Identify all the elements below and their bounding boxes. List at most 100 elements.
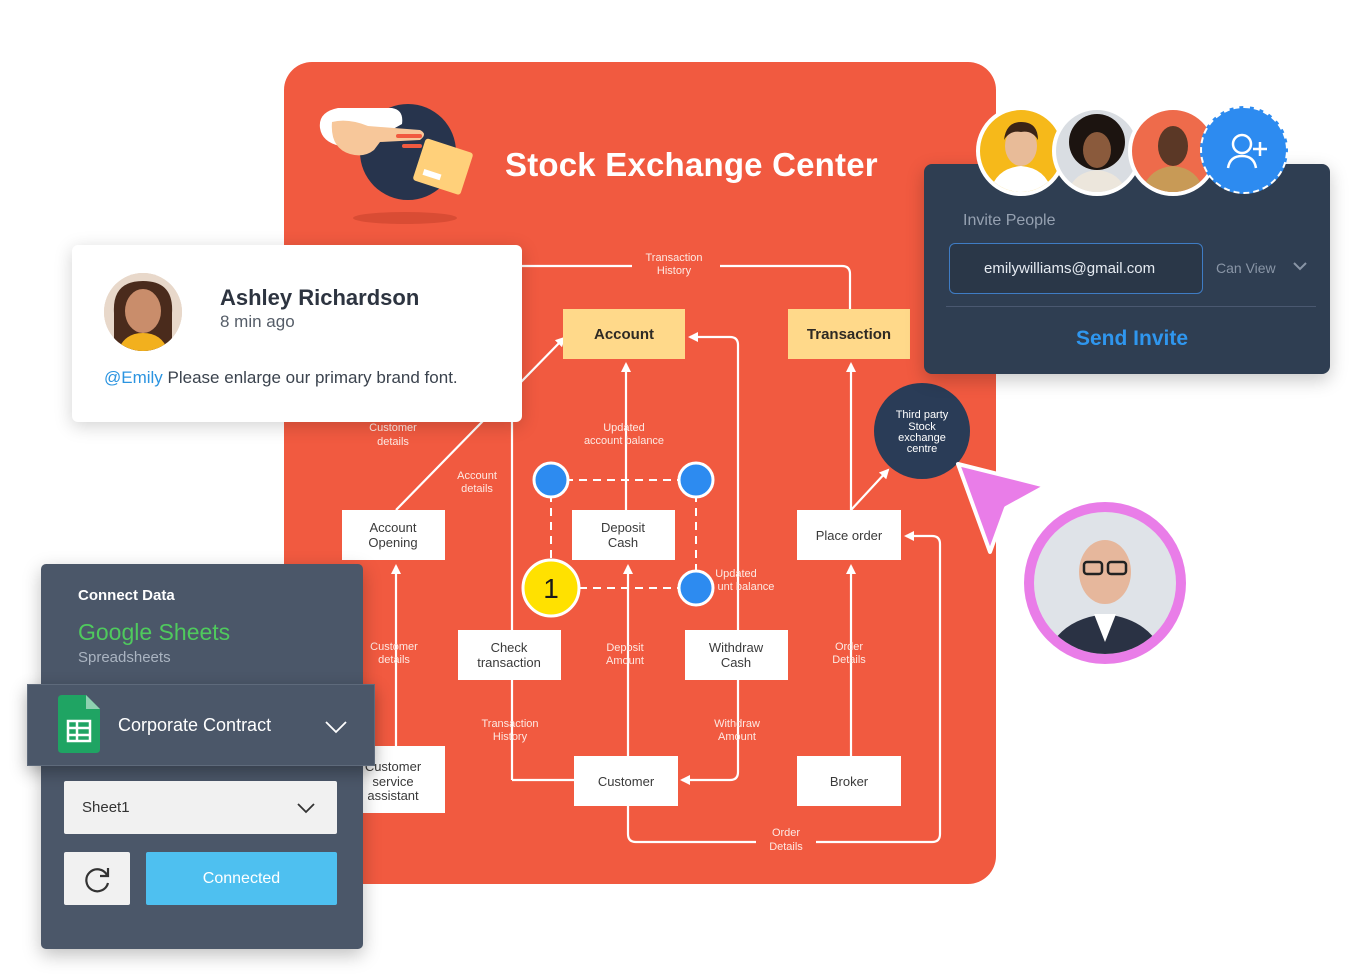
avatar <box>104 273 182 351</box>
edge-label-line: History <box>657 265 692 277</box>
hand-logo-icon <box>319 104 473 224</box>
sheet-select[interactable]: Sheet1 <box>64 781 337 834</box>
edge-label-line: History <box>493 731 528 743</box>
invite-panel: Invite People Can View Send Invite <box>924 164 1330 374</box>
connected-button[interactable]: Connected <box>146 852 337 905</box>
edge-label-updated-balance: Updated <box>603 422 645 434</box>
node-label: Cash <box>721 655 751 670</box>
collaborator-avatar <box>1024 502 1186 664</box>
node-third-party[interactable]: Third party Stock exchange centre <box>874 383 970 479</box>
resize-handle[interactable] <box>532 461 570 499</box>
google-sheets-icon <box>58 695 100 753</box>
node-label: centre <box>907 443 938 455</box>
person-icon <box>1142 126 1204 192</box>
node-account-label: Account <box>594 326 654 343</box>
node-label: Check <box>491 640 528 655</box>
edge-label-deposit-amount: Deposit <box>606 642 643 654</box>
person-icon <box>104 273 182 351</box>
team-avatar[interactable] <box>976 106 1066 196</box>
node-label: transaction <box>477 655 541 670</box>
edge-label-order-details-bottom: Order <box>772 827 800 839</box>
node-label: assistant <box>367 788 419 803</box>
node-label: Withdraw <box>709 640 764 655</box>
edge-label-line: account balance <box>584 435 664 447</box>
node-label: Cash <box>608 535 638 550</box>
add-person-button[interactable] <box>1200 106 1288 194</box>
chevron-down-icon <box>297 803 315 814</box>
resize-handle[interactable] <box>677 569 715 607</box>
refresh-icon <box>85 868 110 893</box>
edge-label-line: unt balance <box>718 581 775 593</box>
resize-handle[interactable] <box>677 461 715 499</box>
comment-card: Ashley Richardson 8 min ago @Emily Pleas… <box>72 245 522 422</box>
edge-label-order-details-right: Order <box>835 641 863 653</box>
node-label: Opening <box>368 535 417 550</box>
step-badge-label: 1 <box>543 573 559 604</box>
node-label: exchange <box>898 432 946 444</box>
node-transaction-label: Transaction <box>807 326 891 343</box>
edge-label-updated-balance-right: Updated <box>715 568 757 580</box>
comment-body: @Emily Please enlarge our primary brand … <box>104 368 458 388</box>
node-account[interactable]: Account <box>563 309 685 359</box>
divider <box>946 306 1316 307</box>
node-deposit-cash[interactable] <box>572 510 675 560</box>
node-withdraw-cash[interactable] <box>685 630 788 680</box>
chevron-down-icon[interactable] <box>1291 259 1309 273</box>
email-field[interactable] <box>949 243 1203 294</box>
edge-label-customer-details-top: Customer <box>369 422 417 434</box>
comment-author: Ashley Richardson <box>220 285 420 310</box>
edge-label-line: details <box>377 436 409 448</box>
edge-label-line: Details <box>769 841 803 853</box>
connect-title: Connect Data <box>78 587 175 604</box>
node-label: service <box>372 774 413 789</box>
node-label: Customer <box>365 759 422 774</box>
node-check-transaction[interactable] <box>458 630 561 680</box>
edge-label-account-details: Account <box>457 470 497 482</box>
edge-label-line: Details <box>832 654 866 666</box>
comment-mention[interactable]: @Emily <box>104 368 163 387</box>
edge-label-line: Amount <box>606 655 644 667</box>
node-label: Account <box>370 520 417 535</box>
service-type: Spreadsheets <box>78 649 171 666</box>
node-label: Broker <box>830 774 869 789</box>
board-title: Stock Exchange Center <box>505 146 878 183</box>
team-avatar[interactable] <box>1052 106 1142 196</box>
edge-label-line: details <box>461 483 493 495</box>
edge-label-transaction-history-top: Transaction <box>645 252 702 264</box>
comment-time: 8 min ago <box>220 312 295 331</box>
send-invite-button[interactable]: Send Invite <box>1076 327 1189 350</box>
node-label: Place order <box>816 528 883 543</box>
chevron-down-icon <box>325 721 347 734</box>
node-customer[interactable] <box>574 756 678 806</box>
cursor-pointer-icon <box>956 462 1048 554</box>
node-label: Deposit <box>601 520 645 535</box>
file-name: Corporate Contract <box>118 715 272 735</box>
step-badge[interactable] <box>521 558 581 618</box>
node-place-order[interactable] <box>797 510 901 560</box>
connector-lines <box>391 264 942 844</box>
file-selector[interactable]: Corporate Contract <box>27 684 375 766</box>
refresh-button[interactable] <box>64 852 130 905</box>
selection-box[interactable]: 1 <box>521 461 715 618</box>
add-user-icon <box>1226 133 1267 169</box>
node-transaction[interactable]: Transaction <box>788 309 910 359</box>
edge-label-line: Amount <box>718 731 756 743</box>
comment-text: Please enlarge our primary brand font. <box>162 368 458 387</box>
edge-label-customer-details-bottom: Customer <box>370 641 418 653</box>
service-name: Google Sheets <box>78 619 231 645</box>
white-node-labels: Account Opening Deposit Cash Place order… <box>365 520 883 803</box>
person-icon <box>1068 114 1126 192</box>
invite-title: Invite People <box>963 212 1056 229</box>
person-icon <box>990 122 1052 192</box>
node-label: Customer <box>598 774 655 789</box>
permission-select[interactable]: Can View <box>1216 260 1276 276</box>
edge-label-withdraw-amount: Withdraw <box>714 718 760 730</box>
node-account-opening[interactable] <box>342 510 445 560</box>
person-icon <box>1034 512 1176 654</box>
node-broker[interactable] <box>797 756 901 806</box>
sheet-name: Sheet1 <box>82 799 130 816</box>
edge-label-transaction-history-bottom: Transaction <box>481 718 538 730</box>
edge-label-line: details <box>378 654 410 666</box>
